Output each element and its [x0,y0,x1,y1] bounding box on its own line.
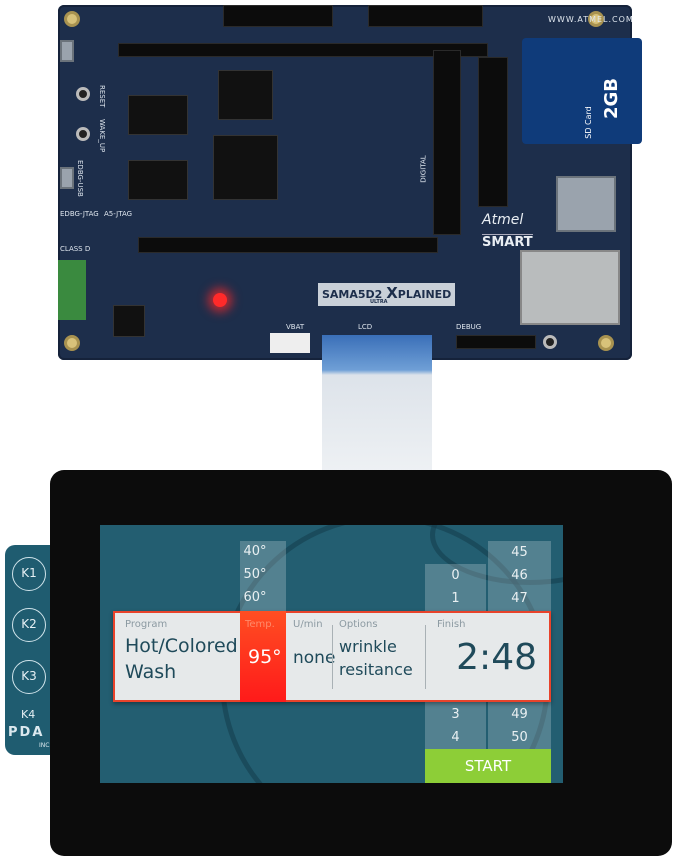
header-connector [138,237,438,253]
mount-hole [598,335,614,351]
key-k2[interactable]: K2 [12,608,46,642]
board-plained: PLAINED [397,288,452,301]
header-connector [368,5,483,27]
pda-logo: PDA [8,725,45,740]
program-value[interactable]: Hot/Colored Wash [125,633,238,685]
minute-option[interactable]: 50 [511,730,528,745]
header-connector [456,335,536,349]
reset-button[interactable] [76,87,90,101]
minute-option[interactable]: 46 [511,568,528,583]
board-x: X [386,284,398,302]
finish-time[interactable]: 2:48 [456,637,537,678]
hour-option[interactable]: 3 [451,707,460,722]
key-k1[interactable]: K1 [12,557,46,591]
board-button[interactable] [543,335,557,349]
options-line: wrinkle [339,637,397,656]
mount-hole [588,11,604,27]
minute-option[interactable]: 45 [511,545,528,560]
key-k4[interactable]: K4 [21,708,36,721]
usb-a-port [556,176,616,232]
temp-picker-column[interactable]: 40° 50° 60° [240,541,286,611]
key-k3[interactable]: K3 [12,660,46,694]
atmel-logo: Atmel [482,212,524,228]
temp-option[interactable]: 60° [243,590,267,605]
temp-option[interactable]: 50° [243,567,267,582]
hour-option[interactable]: 1 [451,591,460,606]
pda-logo-sub: INC [39,742,50,749]
temp-option[interactable]: 40° [243,544,267,559]
board-label: DIGITAL [419,155,428,183]
wake-up-label: WAKE_UP [98,119,106,153]
board-name: SAMA5D2 [322,288,383,301]
a5-jtag-label: A5-JTAG [104,210,133,218]
usb-port [60,167,74,189]
divider [425,625,426,689]
battery-connector [270,333,310,353]
red-led [213,293,227,307]
temp-field[interactable]: Temp. 95° [240,611,286,702]
board-label: DEBUG [456,323,482,331]
smart-logo: SMART [482,234,533,250]
options-value[interactable]: wrinkle resitance [339,635,413,681]
board-label: EDBG-JTAG [60,210,99,218]
board-label: CLASS D [60,245,91,253]
wake-up-button[interactable] [76,127,90,141]
minute-option[interactable]: 47 [511,591,528,606]
divider [332,625,333,689]
sd-label: SD Card [583,106,593,139]
sd-capacity: 2GB [600,77,622,120]
speed-value[interactable]: none [293,648,336,668]
mount-hole [64,335,80,351]
board-label: VBAT [286,323,305,331]
memory-chip [128,160,188,200]
hour-option[interactable]: 0 [451,568,460,583]
minute-option[interactable]: 49 [511,707,528,722]
header-connector [433,50,461,235]
header-connector [118,43,488,57]
finish-label: Finish [437,619,466,630]
edbg-usb-label: EDBG-USB [76,160,84,197]
start-button[interactable]: START [425,749,551,783]
usb-port [60,40,74,62]
memory-chip [218,70,273,120]
sd-card: 2GB SD Card [522,38,642,144]
board-url: WWW.ATMEL.COM [548,15,634,24]
processor-chip [213,135,278,200]
keypad-panel: K1 K2 K3 K4 PDA INC [5,545,55,755]
settings-bar: Program Hot/Colored Wash Temp. 95° U/min… [113,611,551,702]
ethernet-port [520,250,620,325]
hour-option[interactable]: 4 [451,730,460,745]
board-label: LCD [358,323,373,331]
chip [113,305,145,337]
memory-chip [128,95,188,135]
temp-label: Temp. [245,619,275,630]
program-label: Program [125,619,168,630]
options-line: resitance [339,660,413,679]
terminal-block [58,260,86,320]
board-ultra: ULTRA [370,299,388,305]
speed-label: U/min [293,619,323,630]
header-connector [223,5,333,27]
program-line: Hot/Colored [125,635,238,657]
washer-app-screen: 40° 50° 60° 0 1 3 4 45 46 47 49 50 Progr… [100,525,563,783]
program-line: Wash [125,661,177,683]
mount-hole [64,11,80,27]
temp-value: 95° [248,646,282,668]
board-name-label: SAMA5D2 XPLAINED ULTRA [318,283,456,306]
reset-label: RESET [98,85,106,108]
ribbon-cable [322,335,432,473]
header-connector [478,57,508,207]
options-label: Options [339,619,378,630]
